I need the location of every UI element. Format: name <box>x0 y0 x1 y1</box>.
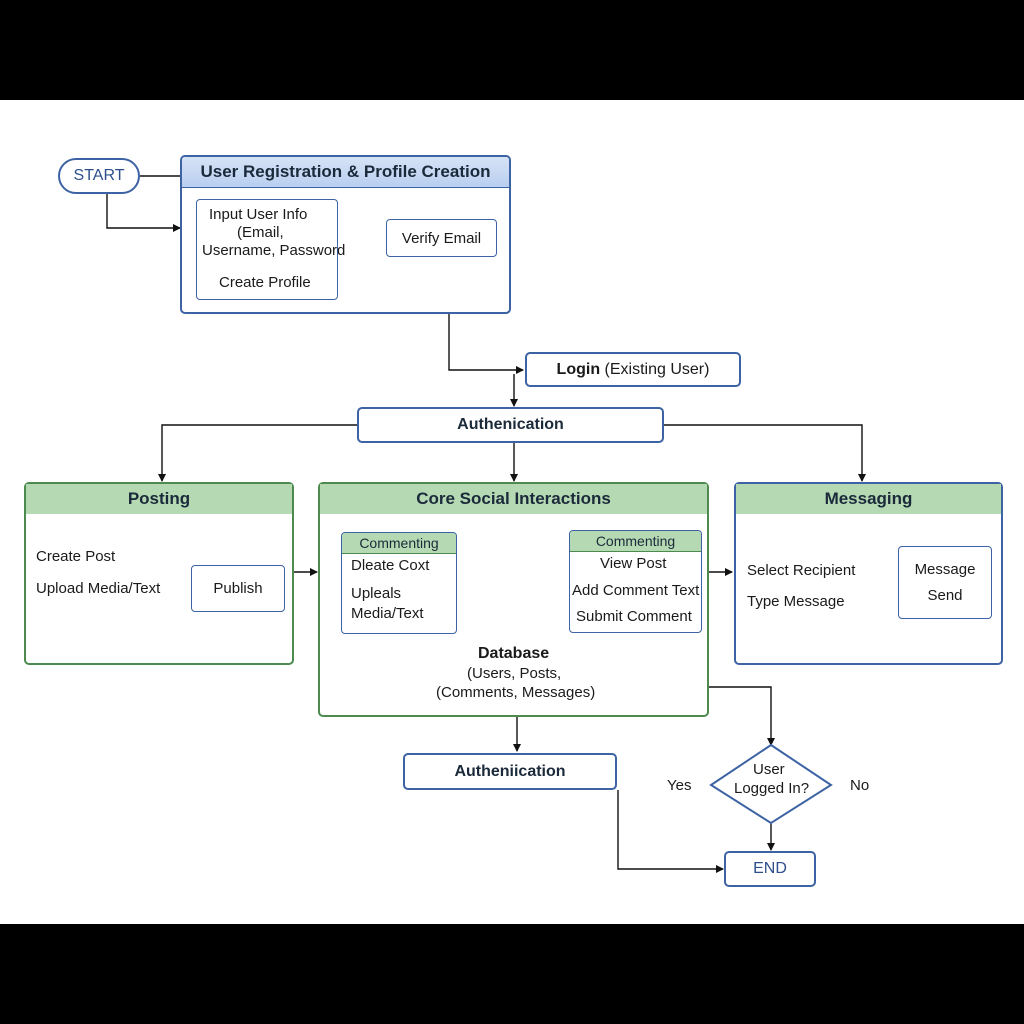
message-label: Message <box>914 561 976 578</box>
posting-header: Posting <box>26 484 292 514</box>
start-label: START <box>73 167 125 184</box>
registration-header: User Registration & Profile Creation <box>182 157 509 188</box>
input-user-info-box: Input User Info (Email, Username, Passwo… <box>196 199 345 300</box>
input-line-2: (Email, <box>237 224 284 241</box>
decision-line-1: User <box>753 761 785 778</box>
commenting-right-header: Commenting <box>570 531 701 552</box>
verify-email-box: Verify Email <box>386 219 497 257</box>
commenting-left-header: Commenting <box>342 533 456 554</box>
create-post-label: Create Post <box>36 548 116 565</box>
decision-line-2: Logged In? <box>734 780 810 797</box>
registration-title: User Registration & Profile Creation <box>200 162 491 181</box>
posting-title: Posting <box>127 489 191 508</box>
end-label: END <box>753 860 787 877</box>
messaging-panel: Messaging Select Recipient Type Message … <box>734 482 1003 665</box>
publish-box: Publish <box>191 565 285 612</box>
input-line-1: Input User Info <box>209 206 308 223</box>
login-node: Login (Existing User) <box>525 352 741 387</box>
input-line-3: Username, Password <box>202 242 346 259</box>
database-line-2: (Comments, Messages) <box>436 684 596 701</box>
message-send-box: Message Send <box>898 546 992 619</box>
login-bold-label: Login <box>556 360 601 378</box>
end-node: END <box>724 851 816 887</box>
messaging-header: Messaging <box>736 484 1001 514</box>
core-title: Core Social Interactions <box>416 489 611 508</box>
start-node: START <box>58 158 140 194</box>
login-rest-label: (Existing User) <box>600 360 710 378</box>
left-card-line-1: Dleate Coxt <box>351 557 430 574</box>
publish-label: Publish <box>213 580 263 597</box>
messaging-title: Messaging <box>824 489 913 508</box>
database-line-1: (Users, Posts, <box>467 665 562 682</box>
core-header: Core Social Interactions <box>320 484 707 514</box>
right-card-line-1: View Post <box>600 555 667 572</box>
authentication-node: Authenication <box>357 407 664 443</box>
commenting-left-card: Commenting Dleate Coxt Upleals Media/Tex… <box>341 532 457 634</box>
left-card-line-2: Upleals <box>351 585 402 602</box>
authentication-label: Authenication <box>457 416 564 433</box>
registration-panel: User Registration & Profile Creation Inp… <box>180 155 511 314</box>
decision-no-label: No <box>850 777 870 794</box>
type-message-label: Type Message <box>747 593 845 610</box>
commenting-right-card: Commenting View Post Add Comment Text Su… <box>569 530 702 633</box>
database-title: Database <box>478 645 550 662</box>
core-panel: Core Social Interactions Commenting Dlea… <box>318 482 709 717</box>
right-card-line-2: Add Comment Text <box>572 582 700 599</box>
posting-panel: Posting Create Post Upload Media/Text Pu… <box>24 482 294 665</box>
create-profile-label: Create Profile <box>219 274 311 291</box>
authentication-bottom-label: Autheniication <box>454 762 566 780</box>
decision-yes-label: Yes <box>667 777 692 794</box>
left-card-line-3: Media/Text <box>351 605 424 622</box>
authentication-bottom-node: Autheniication <box>403 753 617 790</box>
select-recipient-label: Select Recipient <box>747 562 856 579</box>
right-card-line-3: Submit Comment <box>576 608 692 625</box>
upload-media-label: Upload Media/Text <box>36 580 161 597</box>
verify-email-label: Verify Email <box>401 229 482 247</box>
send-label: Send <box>927 587 963 604</box>
